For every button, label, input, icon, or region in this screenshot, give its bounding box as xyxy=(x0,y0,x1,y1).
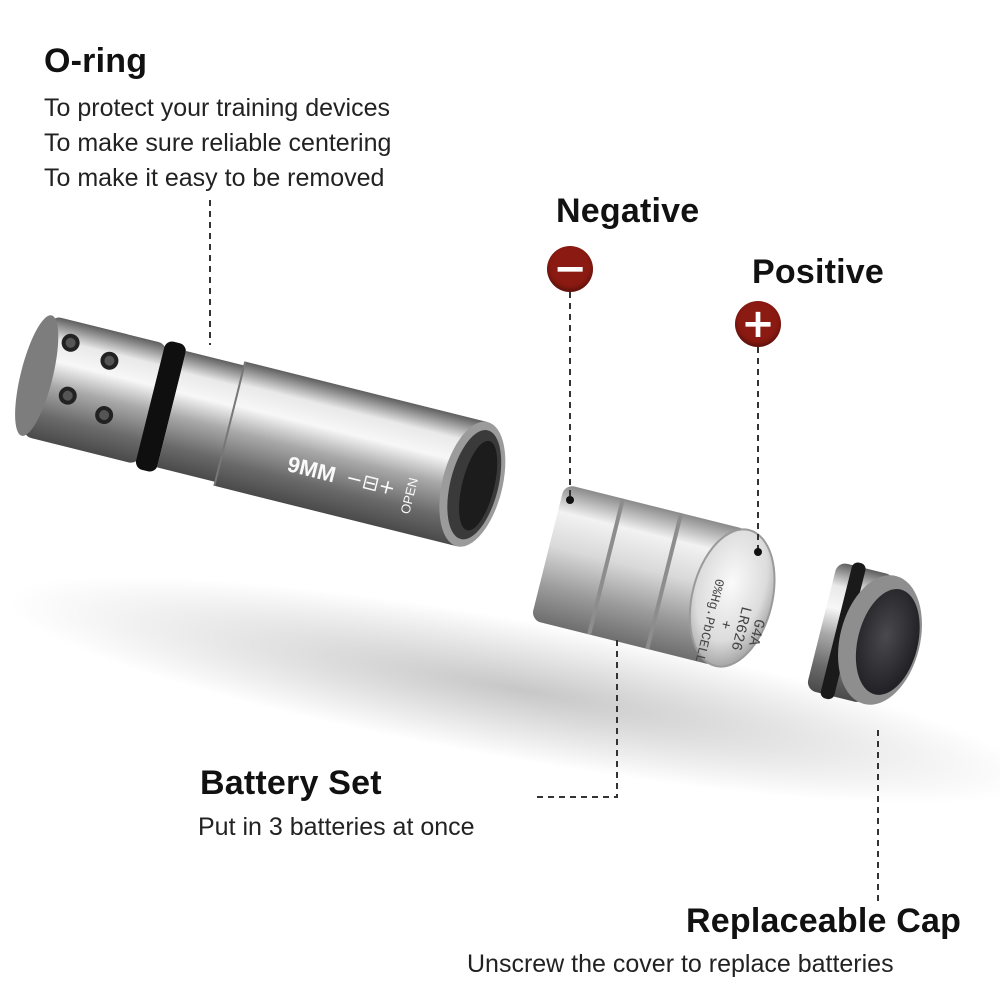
oring-description: To protect your training devices To make… xyxy=(44,91,391,196)
plus-icon: + xyxy=(735,301,781,347)
cap-description: Unscrew the cover to replace batteries xyxy=(467,950,894,978)
minus-icon: − xyxy=(547,246,593,292)
plus-sign: + xyxy=(741,301,775,347)
replaceable-cap xyxy=(807,562,922,705)
minus-sign: − xyxy=(553,246,587,292)
battery-set-description: Put in 3 batteries at once xyxy=(198,813,475,841)
battery-marking-3: + xyxy=(715,618,734,631)
oring-line-1: To protect your training devices xyxy=(44,94,391,122)
battery-marking-1: G4A xyxy=(744,617,767,647)
floor-shadow xyxy=(7,576,1000,804)
cap-title: Replaceable Cap xyxy=(686,902,962,940)
battery-stack xyxy=(533,486,776,668)
oring-line-3: To make it easy to be removed xyxy=(44,164,385,192)
battery-callout-line xyxy=(535,640,618,798)
oring-title: O-ring xyxy=(44,42,148,80)
bore-sight-body xyxy=(15,315,506,547)
negative-title: Negative xyxy=(556,192,700,230)
oring-line-2: To make sure reliable centering xyxy=(44,129,392,157)
positive-title: Positive xyxy=(752,253,884,291)
battery-set-title: Battery Set xyxy=(200,764,382,802)
callout-lines xyxy=(209,200,879,905)
